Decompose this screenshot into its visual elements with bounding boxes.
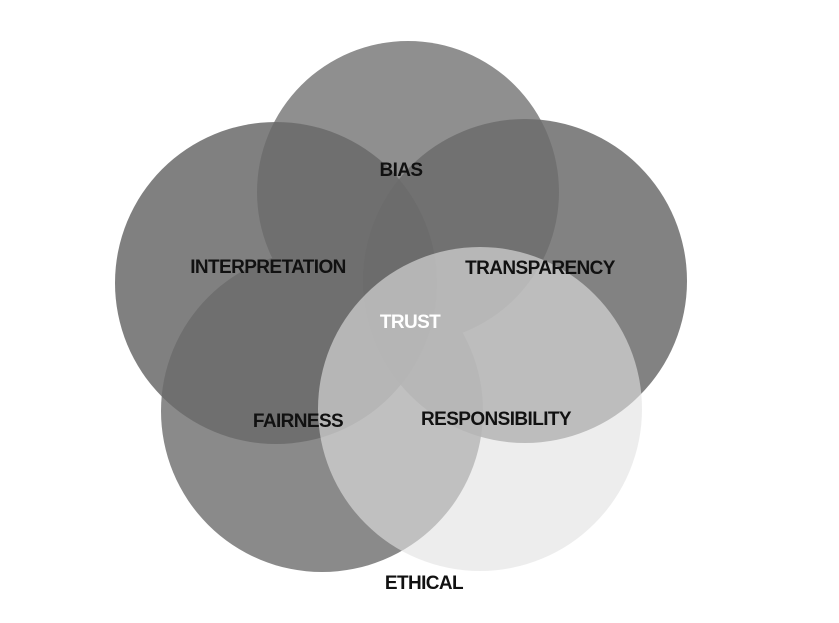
label-transparency: TRANSPARENCY	[465, 258, 616, 279]
label-trust: TRUST	[380, 312, 441, 333]
label-ethical: ETHICAL	[385, 573, 464, 594]
label-fairness: FAIRNESS	[253, 411, 343, 432]
label-responsibility: RESPONSIBILITY	[421, 409, 572, 430]
circle-responsibility	[318, 247, 642, 571]
label-bias: BIAS	[380, 160, 423, 181]
label-interpretation: INTERPRETATION	[190, 257, 346, 278]
